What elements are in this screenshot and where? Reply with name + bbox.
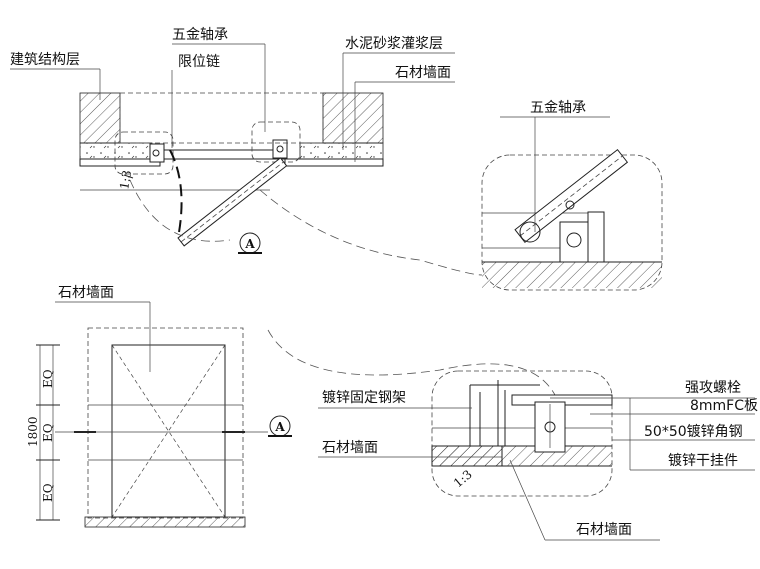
bottom-tick-label: 1:3 <box>451 467 475 490</box>
label-fc-board: 8mmFC板 <box>690 398 758 414</box>
door-swing-arc <box>169 149 183 239</box>
detail-connector-1 <box>259 189 483 276</box>
hinge-box-left <box>114 131 174 175</box>
mortar-layer-right <box>299 142 384 162</box>
dim-total: 1800 <box>26 416 40 447</box>
label-stone-wall-detail: 石材墙面 <box>322 440 378 456</box>
stone-cladding-left <box>79 158 161 167</box>
door-panel-open <box>177 157 288 247</box>
structure-block-left <box>79 92 121 144</box>
fixing-detail-bubble <box>431 370 613 497</box>
label-angle-steel: 50*50镀锌角钢 <box>644 423 743 440</box>
dim-eq-3: EQ <box>41 483 55 502</box>
section-marker-top: A <box>238 232 262 254</box>
label-structure-layer: 建筑结构层 <box>10 52 80 68</box>
fixing-detail: 1:3 <box>431 370 613 497</box>
top-leaders <box>10 43 455 162</box>
mortar-layer-left <box>79 142 153 162</box>
dim-eq-2: EQ <box>41 423 55 442</box>
section-marker-elev: A <box>268 415 292 437</box>
structure-block-right <box>322 92 384 144</box>
label-self-tap-bolt: 强攻螺栓 <box>685 380 741 396</box>
label-stone-wall-top: 石材墙面 <box>395 65 451 81</box>
label-hardware-bearing-detail: 五金轴承 <box>530 100 586 116</box>
top-tick-label: 1:3 <box>117 169 134 190</box>
fixing-leaders <box>318 397 755 541</box>
label-dry-hanger: 镀锌干挂件 <box>668 452 738 469</box>
plan-section: 1:3 A <box>79 92 384 254</box>
label-hardware-bearing-top: 五金轴承 <box>172 27 228 43</box>
label-galv-frame: 镀锌固定钢架 <box>322 389 406 406</box>
bearing-circle <box>519 221 541 243</box>
svg-text:A: A <box>274 420 285 434</box>
door-panel-closed <box>159 149 286 160</box>
label-limit-chain: 限位链 <box>178 54 220 70</box>
label-cement-mortar: 水泥砂浆灌浆层 <box>345 36 443 52</box>
stone-cladding-right <box>284 158 384 167</box>
hinge-detail <box>481 116 663 291</box>
svg-text:A: A <box>244 237 255 251</box>
floor-hatch <box>84 516 246 528</box>
dim-eq-1: EQ <box>41 369 55 388</box>
elevation: A 1800 EQ EQ EQ <box>26 301 292 528</box>
hinge-detail-bubble <box>481 154 663 291</box>
label-stone-wall-elev: 石材墙面 <box>58 285 114 301</box>
label-stone-wall-bottom: 石材墙面 <box>576 522 632 538</box>
